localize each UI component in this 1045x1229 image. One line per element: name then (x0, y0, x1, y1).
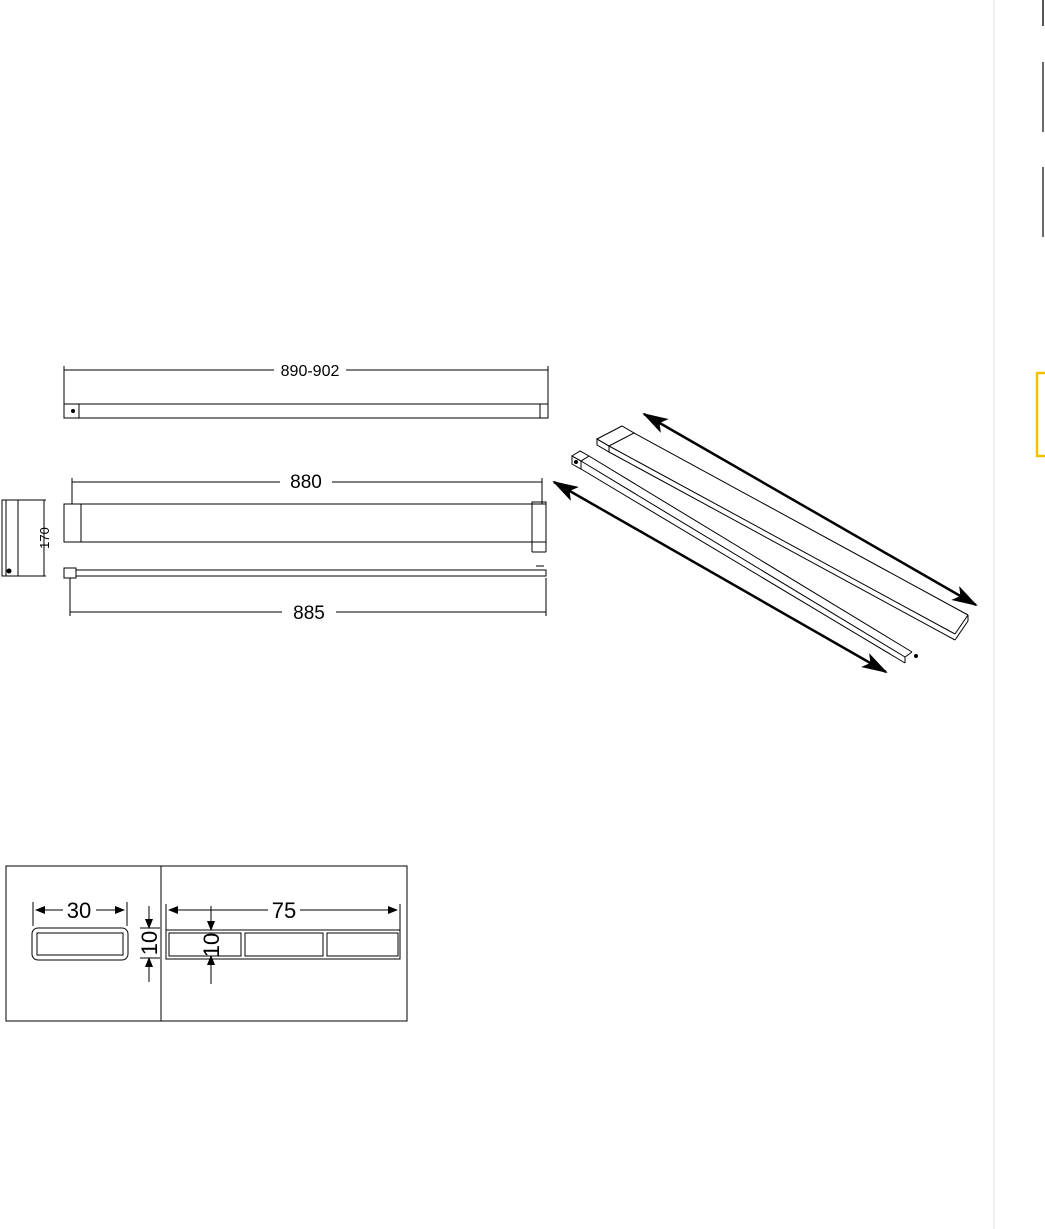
side-profile-view (1, 499, 46, 577)
dim-profile-height-large: 10 (199, 933, 224, 957)
isometric-view (571, 425, 969, 664)
middle-bar-view (63, 478, 547, 579)
dim-profile-height-small: 10 (137, 931, 162, 955)
dim-middle-bar-length: 880 (290, 472, 322, 493)
cross-section-panel (5, 865, 408, 1022)
bottom-dimension (69, 578, 547, 616)
isometric-arrows (552, 412, 978, 674)
right-sidebar (993, 0, 1045, 1229)
dim-profile-width-small: 30 (67, 898, 91, 923)
dim-bottom-bar-length: 885 (293, 603, 325, 624)
top-bar-view (63, 366, 549, 419)
length-arrow-upper (642, 412, 978, 607)
highlight-box[interactable] (1035, 371, 1045, 458)
dim-top-bar-length: 890-902 (281, 363, 340, 380)
dim-profile-width-large: 75 (272, 898, 296, 923)
dim-side-height: 170 (37, 527, 52, 549)
length-arrow-lower (552, 480, 888, 674)
